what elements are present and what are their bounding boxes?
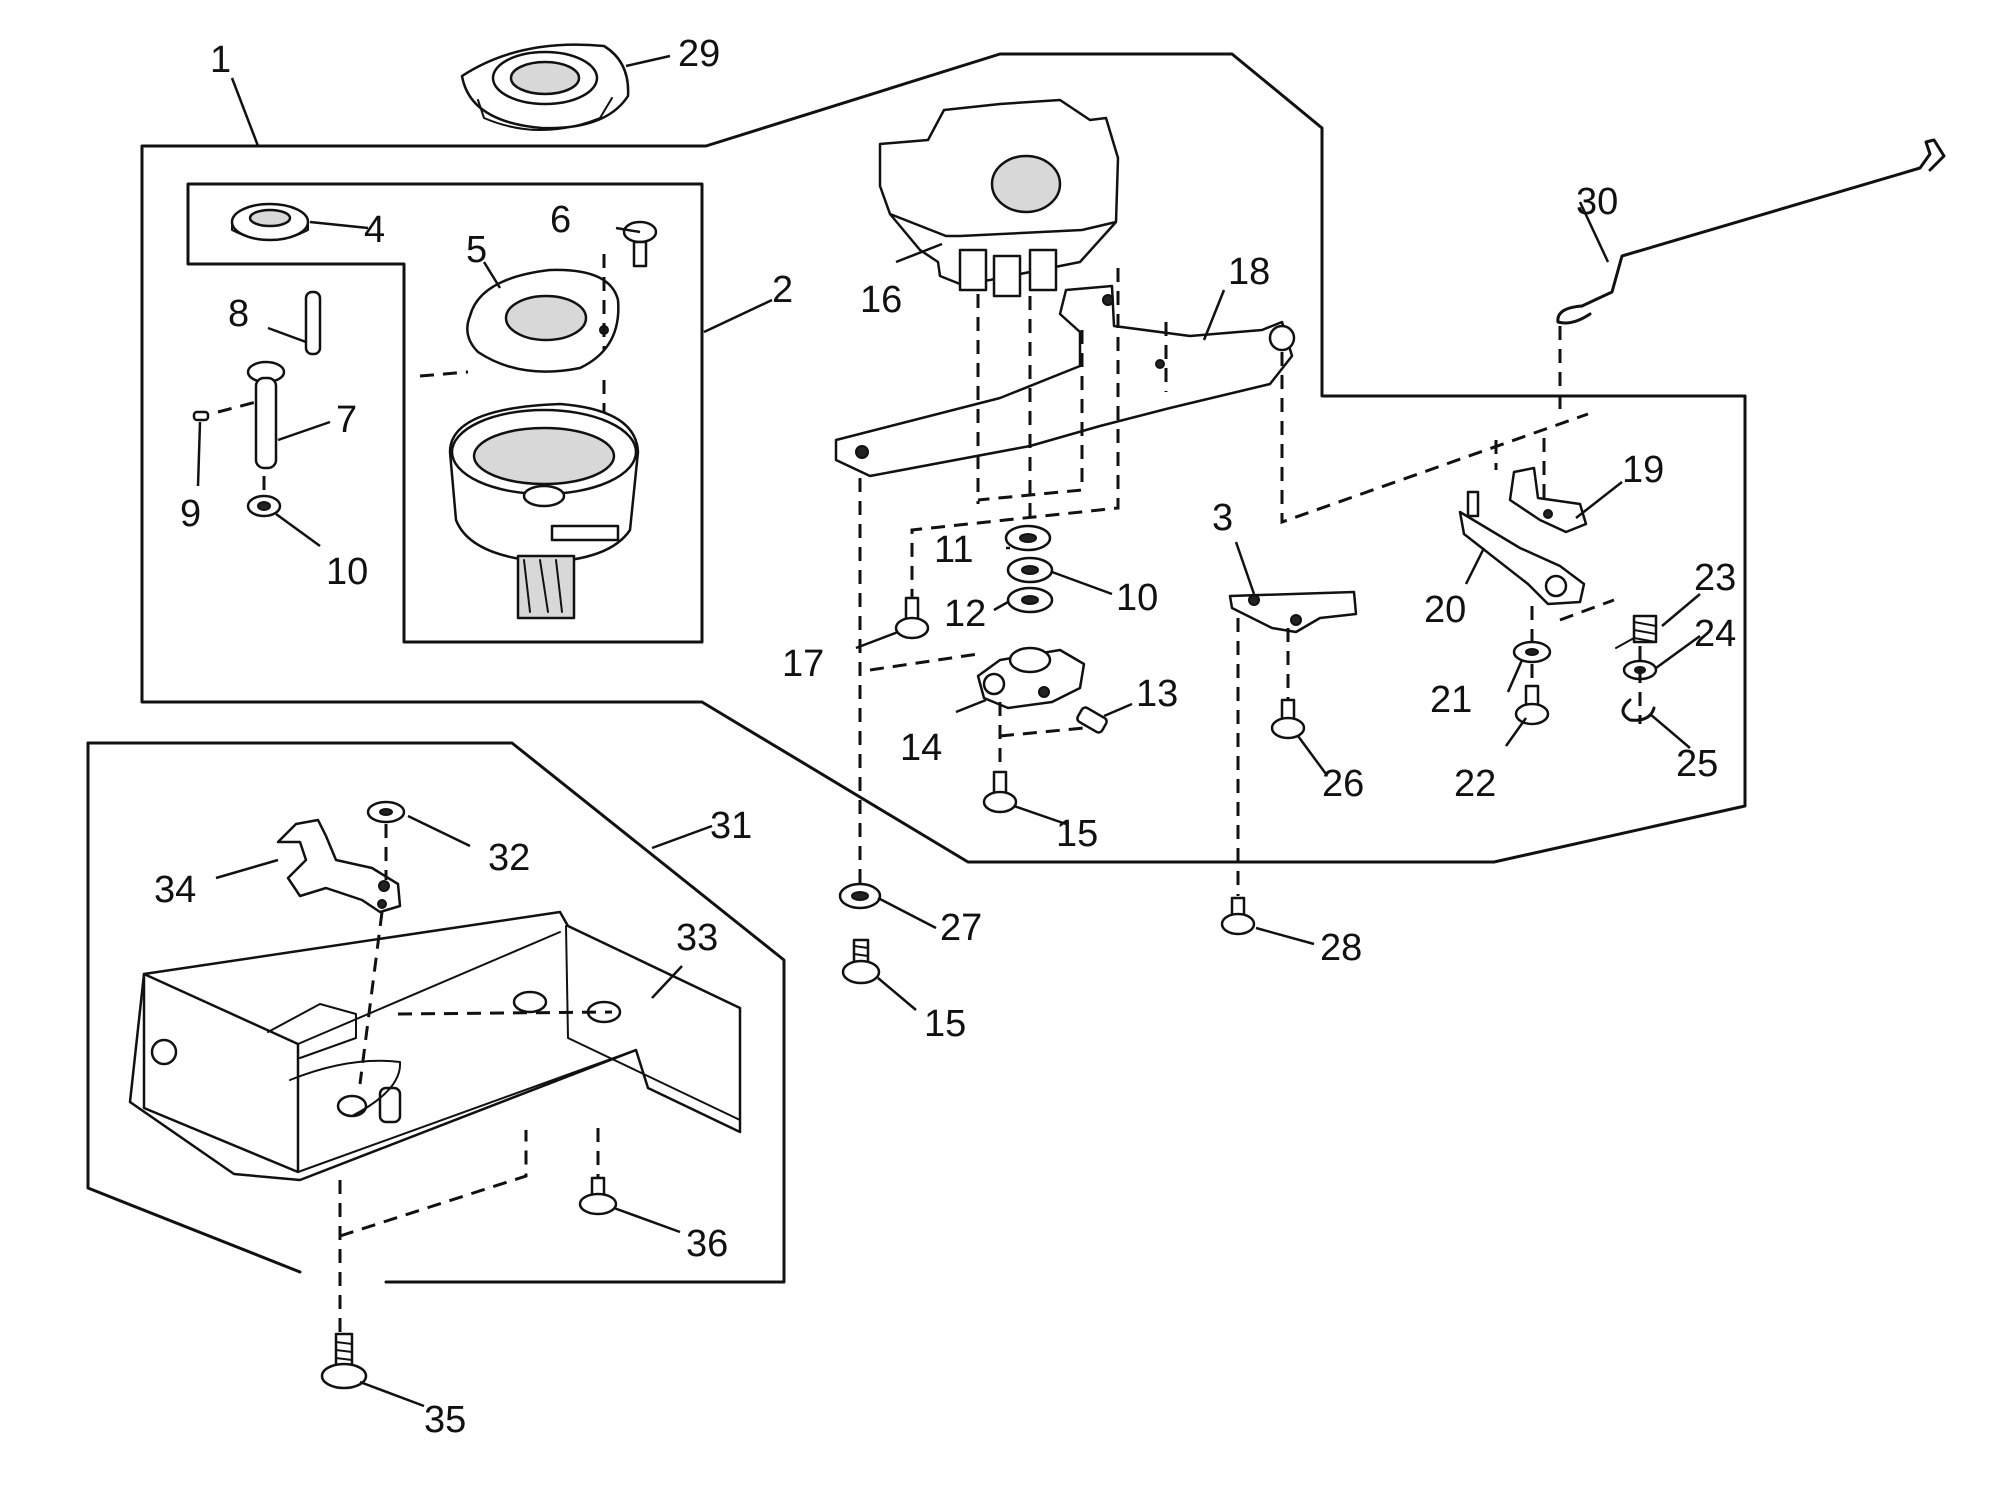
label-33: 33 [676,917,718,959]
part-30-wire [1556,138,1946,325]
group-31-boundary-left [86,741,302,1274]
part-36-screw [578,1176,618,1216]
label-22: 22 [1454,763,1496,805]
label-12: 12 [944,593,986,635]
group-1-boundary [140,52,1747,864]
part-26-screw [1270,698,1306,740]
part-7-shaft [246,360,286,470]
leader-lines [196,54,1701,1408]
label-24: 24 [1694,613,1736,655]
label-13: 13 [1136,673,1178,715]
part-14-bracket [976,646,1086,710]
label-19: 19 [1622,449,1664,491]
part-33-tray [128,910,742,1182]
part-8-pin [304,290,322,356]
label-17: 17 [782,643,824,685]
label-10-left: 10 [326,551,368,593]
part-18-lever [834,284,1296,478]
label-5: 5 [466,229,487,271]
label-15-lower: 15 [924,1003,966,1045]
part-10-nut-left [246,494,282,518]
part-15-screw-lower [841,938,881,985]
label-23: 23 [1694,557,1736,599]
part-9-pin [192,410,210,422]
label-10-right: 10 [1116,577,1158,619]
label-8: 8 [228,293,249,335]
part-19-lever [1508,466,1588,534]
part-21-washer [1512,640,1552,664]
part-16-holder [878,98,1120,298]
label-20: 20 [1424,589,1466,631]
label-25: 25 [1676,743,1718,785]
label-21: 21 [1430,679,1472,721]
part-20-arm [1458,490,1586,606]
part-number-labels: 1 29 2 4 6 5 8 7 9 10 16 18 30 11 10 12 … [154,33,1736,1441]
label-34: 34 [154,869,196,911]
label-26: 26 [1322,763,1364,805]
group-31-boundary [86,741,786,1284]
part-6-screw [622,220,658,268]
part-13-screw [1076,706,1108,734]
label-1: 1 [210,39,231,81]
label-14: 14 [900,727,942,769]
part-29-hook-ring [460,43,630,131]
label-32: 32 [488,837,530,879]
label-16: 16 [860,279,902,321]
part-32-washer [366,800,406,824]
group-2-boundary [186,182,704,644]
part-10-washer-right [1006,556,1054,584]
label-6: 6 [550,199,571,241]
label-15-upper: 15 [1056,813,1098,855]
part-23-spring [1615,614,1658,649]
part-11-washer [1004,524,1052,552]
label-18: 18 [1228,251,1270,293]
part-17-screw [894,596,930,640]
label-30: 30 [1576,181,1618,223]
part-4-washer [230,202,310,242]
part-12-washer [1006,586,1054,614]
rotary-hook-body [448,402,640,620]
part-3-plate [1228,590,1358,634]
label-31: 31 [710,805,752,847]
label-9: 9 [180,493,201,535]
part-15-screw-upper [982,770,1018,814]
label-3: 3 [1212,497,1233,539]
part-34-lever [276,818,402,914]
label-35: 35 [424,1399,466,1441]
label-4: 4 [364,209,385,251]
assembly-dash-lines [217,254,1642,1334]
part-22-screw [1514,684,1550,726]
part-5-bobbin-plate [466,268,620,373]
label-11: 11 [934,529,973,571]
label-29: 29 [678,33,720,75]
label-2: 2 [772,269,793,311]
part-27-washer [838,882,882,910]
label-36: 36 [686,1223,728,1265]
label-7: 7 [336,399,357,441]
label-28: 28 [1320,927,1362,969]
label-27: 27 [940,907,982,949]
part-28-screw [1220,896,1256,936]
part-35-screw [320,1332,368,1390]
